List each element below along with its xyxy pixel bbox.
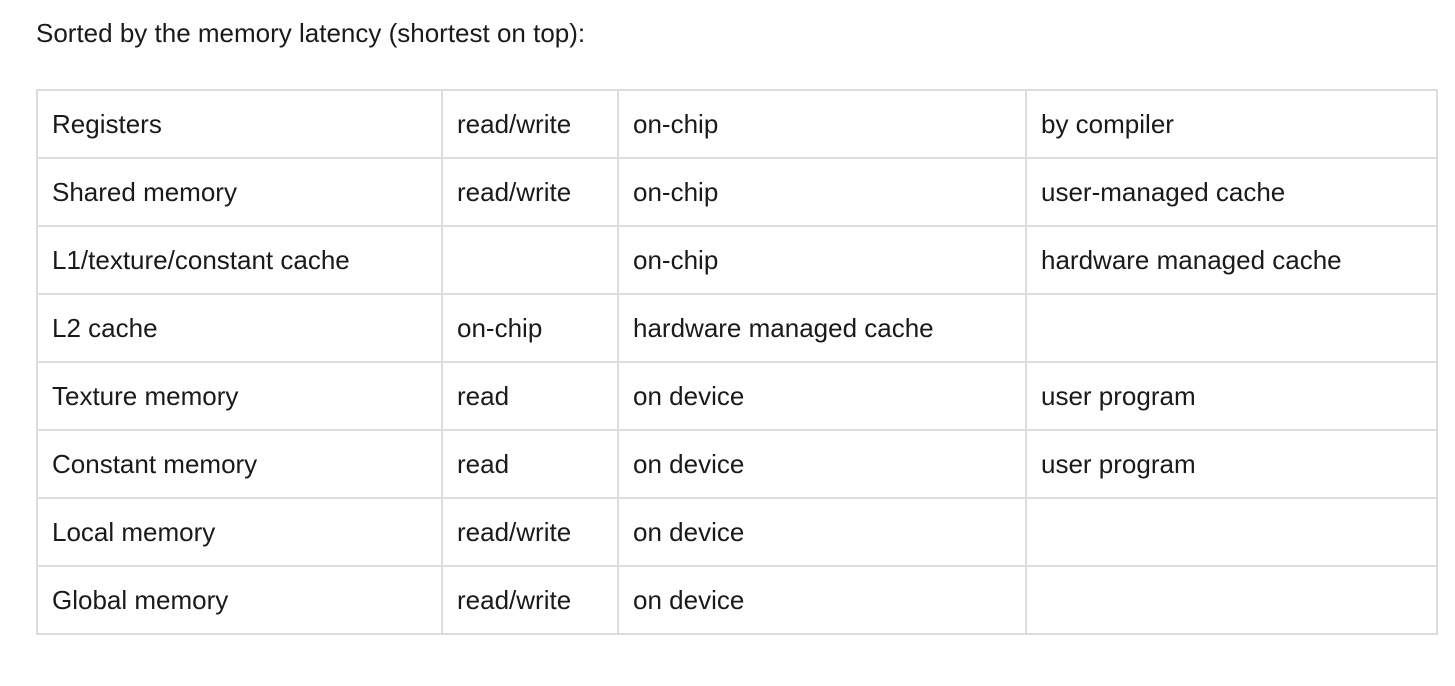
table-cell-memory-type: Shared memory [36,157,443,227]
table-row: Shared memory read/write on-chip user-ma… [36,157,1438,227]
table-cell-location: hardware managed cache [617,293,1027,363]
table-row: Global memory read/write on device [36,565,1438,635]
table-cell-access: read [441,429,619,499]
table-cell-management [1025,293,1438,363]
table-cell-access: read/write [441,497,619,567]
table-row: L2 cache on-chip hardware managed cache [36,293,1438,363]
table-cell-management [1025,497,1438,567]
table-cell-management: user program [1025,429,1438,499]
table-cell-access: on-chip [441,293,619,363]
table-cell-memory-type: Global memory [36,565,443,635]
table-cell-memory-type: Constant memory [36,429,443,499]
table-cell-management [1025,565,1438,635]
table-cell-memory-type: Texture memory [36,361,443,431]
table-cell-memory-type: Local memory [36,497,443,567]
table-cell-access [441,225,619,295]
table-cell-location: on device [617,361,1027,431]
table-cell-location: on-chip [617,225,1027,295]
table-cell-location: on-chip [617,89,1027,159]
table-cell-management: user program [1025,361,1438,431]
memory-latency-table: Registers read/write on-chip by compiler… [36,89,1438,635]
table-cell-location: on device [617,429,1027,499]
table-cell-management: by compiler [1025,89,1438,159]
table-cell-memory-type: L1/texture/constant cache [36,225,443,295]
intro-text: Sorted by the memory latency (shortest o… [36,18,586,48]
table-row: Texture memory read on device user progr… [36,361,1438,431]
table-cell-access: read/write [441,157,619,227]
table-cell-management: hardware managed cache [1025,225,1438,295]
table-cell-access: read/write [441,565,619,635]
table-cell-memory-type: L2 cache [36,293,443,363]
table-row: Registers read/write on-chip by compiler [36,89,1438,159]
table-body: Registers read/write on-chip by compiler… [36,89,1438,635]
table-cell-access: read/write [441,89,619,159]
table-cell-location: on device [617,565,1027,635]
table-row: Constant memory read on device user prog… [36,429,1438,499]
table-cell-location: on device [617,497,1027,567]
table-row: L1/texture/constant cache on-chip hardwa… [36,225,1438,295]
table-cell-access: read [441,361,619,431]
table-cell-location: on-chip [617,157,1027,227]
table-row: Local memory read/write on device [36,497,1438,567]
table-cell-memory-type: Registers [36,89,443,159]
table-cell-management: user-managed cache [1025,157,1438,227]
